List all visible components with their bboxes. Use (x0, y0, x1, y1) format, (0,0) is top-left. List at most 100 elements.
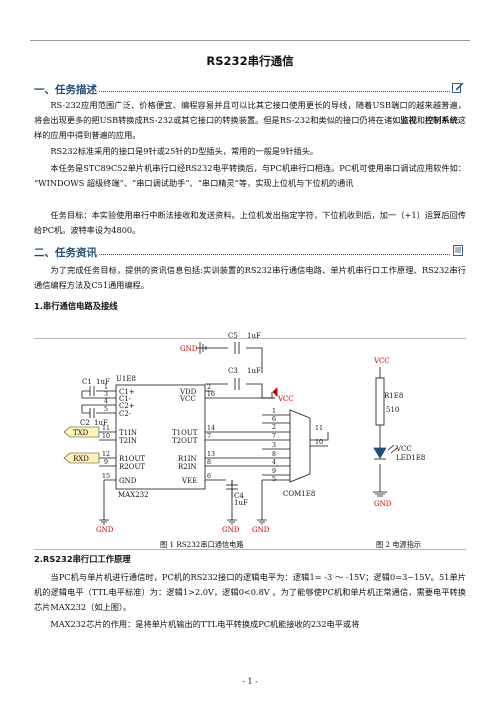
rxd-tag: RXD (63, 452, 100, 464)
svg-text:1: 1 (104, 384, 108, 391)
svg-text:6: 6 (207, 473, 211, 480)
svg-text:R2IN: R2IN (178, 463, 197, 471)
task-paragraph-1: RS-232应用范围广泛、价格便宜、编程容易并且可以比其它接口使用更长的导线，随… (34, 100, 466, 140)
c5-label: C5 (228, 332, 238, 340)
heading-dot-leader (94, 91, 450, 92)
svg-text:2: 2 (272, 424, 276, 431)
svg-text:GND: GND (119, 477, 137, 485)
svg-text:R2OUT: R2OUT (119, 463, 145, 471)
svg-text:C2-: C2- (119, 410, 132, 418)
svg-text:4: 4 (104, 398, 108, 405)
svg-text:10: 10 (315, 439, 323, 446)
u1-label: U1E8 (116, 375, 136, 383)
svg-text:16: 16 (207, 391, 215, 398)
svg-text:VCC: VCC (179, 395, 196, 403)
svg-text:6: 6 (272, 416, 276, 423)
led-label: LED1E8 (396, 454, 425, 462)
svg-text:3: 3 (104, 391, 108, 398)
wire-c2 (81, 404, 104, 414)
com-connector (289, 409, 311, 483)
wire-c3 (205, 383, 275, 399)
led-label-vcc: VCC (395, 445, 412, 453)
gnd-symbols (99, 491, 387, 525)
document-title: RS232串行通信 (206, 54, 294, 68)
svg-text:15: 15 (102, 473, 110, 480)
svg-text:3: 3 (272, 442, 276, 449)
gnd-label-3: GND (252, 526, 270, 534)
svg-text:VEE: VEE (181, 477, 197, 485)
r1-label: R1E8 (384, 392, 403, 400)
figure-caption-2: 图 2 电源指示 (376, 540, 422, 549)
led-vcc-label: VCC (373, 357, 390, 365)
svg-text:12: 12 (102, 451, 110, 458)
c2-label: C2 (80, 419, 90, 427)
svg-text:9: 9 (104, 459, 108, 466)
svg-text:VDD: VDD (179, 388, 197, 396)
task-paragraph-4: 任务目标：本实验使用串行中断法接收和发送资料。上位机发出指定字符，下位机收到后，… (34, 210, 466, 235)
gnd-label-1: GND (96, 526, 114, 534)
svg-text:7: 7 (207, 433, 211, 440)
c5-value: 1uF (247, 332, 261, 340)
c3-label: C3 (228, 367, 238, 375)
page-number: - 1 - (242, 677, 258, 686)
svg-text:11: 11 (315, 425, 323, 432)
svg-text:5: 5 (272, 476, 276, 483)
svg-text:5: 5 (104, 406, 108, 413)
section-heading-info: 二、任务资讯 (34, 245, 464, 260)
svg-text:13: 13 (207, 451, 215, 458)
svg-text:7: 7 (272, 433, 276, 440)
svg-text:C2+: C2+ (119, 402, 135, 410)
svg-text:2: 2 (207, 384, 211, 391)
c3-value: 1uF (247, 367, 261, 375)
svg-text:8: 8 (272, 451, 276, 458)
rxd-label: RXD (73, 455, 89, 463)
pencil-icon (452, 82, 464, 93)
principle-paragraph-2: MAX232芯片的作用：是将单片机输出的TTL电平转换成PC机能接收的232电平… (50, 619, 360, 629)
c4-label: C4 (234, 492, 244, 500)
document-icon (453, 245, 463, 256)
c1-value: 1uF (96, 378, 110, 386)
header-rule (30, 40, 470, 41)
svg-text:14: 14 (207, 425, 215, 432)
svg-text:R1OUT: R1OUT (119, 455, 145, 463)
r1-value: 510 (386, 406, 399, 414)
svg-text:T1IN: T1IN (119, 429, 137, 437)
circuit-figure-frame (34, 338, 466, 550)
gnd-label: GND (180, 345, 198, 353)
svg-text:C1-: C1- (119, 395, 132, 403)
section-heading-task-label: 一、任务描述 (34, 84, 99, 96)
svg-text:T2IN: T2IN (119, 437, 137, 445)
r1-resistor (375, 377, 385, 426)
info-paragraph-1: 为了完成任务目标，提供的资讯信息包括:实训装置的RS232串行通信电路、单片机串… (34, 265, 466, 290)
heading-dot-leader (94, 254, 450, 255)
chip-name: MAX232 (118, 491, 149, 499)
section-heading-info-label: 二、任务资讯 (34, 247, 99, 259)
txd-tag: TXD (63, 426, 100, 438)
svg-text:C1+: C1+ (119, 388, 135, 396)
svg-text:T1OUT: T1OUT (172, 429, 198, 437)
wire-c1 (81, 390, 104, 399)
txd-label: TXD (73, 429, 89, 437)
svg-text:R1IN: R1IN (178, 455, 197, 463)
subheading-principle: 2.RS232串行口工作原理 (34, 554, 131, 564)
svg-text:10: 10 (102, 433, 110, 440)
subheading-circuit: 1.串行通信电路及接线 (34, 301, 118, 311)
svg-text:11: 11 (102, 425, 110, 432)
task-paragraph-3: 本任务是STC89C52单片机串行口经RS232电平转换后，与PC机串行口相连。… (34, 163, 466, 188)
task-paragraph-2: RS232标准采用的接口是9针或25针的D型插头，常用的一般是9针插头。 (50, 146, 319, 156)
figure-caption-1: 图 1 RS232串口通信电路 (160, 540, 244, 549)
c2-value: 1uF (94, 419, 108, 427)
gnd-label-2: GND (222, 526, 240, 534)
led-diode (373, 447, 387, 459)
svg-text:T2OUT: T2OUT (172, 437, 198, 445)
c4-value: 1uF (234, 499, 248, 507)
vcc-chip-link (262, 392, 273, 399)
vcc-label: VCC (277, 395, 294, 403)
com-label: COM1E8 (283, 490, 315, 498)
section-heading-task: 一、任务描述 (34, 82, 464, 97)
svg-text:4: 4 (272, 459, 276, 466)
led-gnd-label: GND (374, 500, 392, 508)
max232-chip (115, 384, 206, 490)
